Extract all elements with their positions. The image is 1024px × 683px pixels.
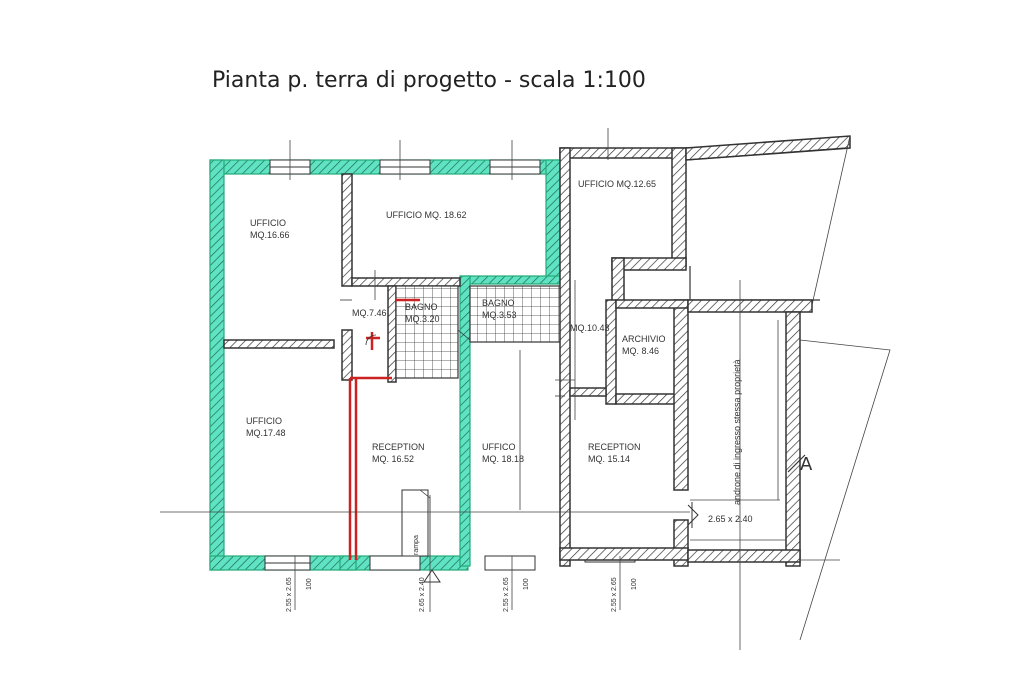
opening-arrow <box>687 502 699 528</box>
axis-lines <box>160 128 690 612</box>
room-name: MQ.10.43 <box>570 323 610 333</box>
ramp-label: rampa <box>413 535 420 555</box>
opening-label: 2.65 x 2.40 <box>708 514 753 524</box>
dim-label: 100 <box>306 578 313 590</box>
right-block-walls <box>559 147 691 567</box>
bathroom-2-floor <box>469 285 561 343</box>
room-area: MQ. 8.46 <box>622 346 659 356</box>
room-area: MQ. 16.52 <box>372 454 414 464</box>
section-label: A <box>800 454 813 475</box>
room-name: UFFICIO <box>246 416 282 426</box>
section-mark <box>787 454 806 473</box>
outer-right-structures <box>685 135 891 650</box>
room-area: MQ.3.20 <box>405 314 440 324</box>
room-name: RECEPTION <box>588 442 641 452</box>
room-name: RECEPTION <box>372 442 425 452</box>
room-name: UFFICIO MQ. 18.62 <box>386 210 467 220</box>
room-area: MQ. 18.18 <box>482 454 524 464</box>
axis-triangle <box>423 569 441 583</box>
room-name: MQ.7.46 <box>352 308 387 318</box>
room-area: MQ.17.48 <box>246 428 286 438</box>
dim-label: 100 <box>523 578 530 590</box>
red-new-walls <box>348 298 420 560</box>
room-name: BAGNO <box>405 302 438 312</box>
room-name: UFFICIO MQ.12.65 <box>578 179 656 189</box>
ramp: rampa <box>401 489 431 557</box>
room-name: ARCHIVIO <box>622 334 666 344</box>
plan-title: Pianta p. terra di progetto - scala 1:10… <box>212 68 646 93</box>
dim-label: 2.55 x 2.65 <box>503 577 510 612</box>
room-name: BAGNO <box>482 298 515 308</box>
interior-walls <box>223 173 461 383</box>
dimension-labels: 2.55 x 2.65 100 2.65 x 2.40 2.55 x 2.65 … <box>286 577 638 612</box>
room-area: MQ.16.66 <box>250 230 290 240</box>
door-marks <box>340 299 565 397</box>
bathroom-1-floor <box>395 285 459 379</box>
room-area: MQ. 15.14 <box>588 454 630 464</box>
room-labels: UFFICIO MQ.16.66 UFFICIO MQ. 18.62 UFFIC… <box>246 179 666 464</box>
dim-label: 2.55 x 2.65 <box>286 577 293 612</box>
dim-label: 2.55 x 2.65 <box>611 577 618 612</box>
room-name: UFFICO <box>482 442 516 452</box>
windows-bottom <box>264 549 636 571</box>
dim-label: 100 <box>631 578 638 590</box>
passage-label: androne di ingresso stessa proprietà <box>732 359 742 505</box>
room-name: UFFICIO <box>250 218 286 228</box>
room-area: MQ.3.53 <box>482 310 517 320</box>
dim-label: 2.65 x 2.40 <box>419 577 426 612</box>
